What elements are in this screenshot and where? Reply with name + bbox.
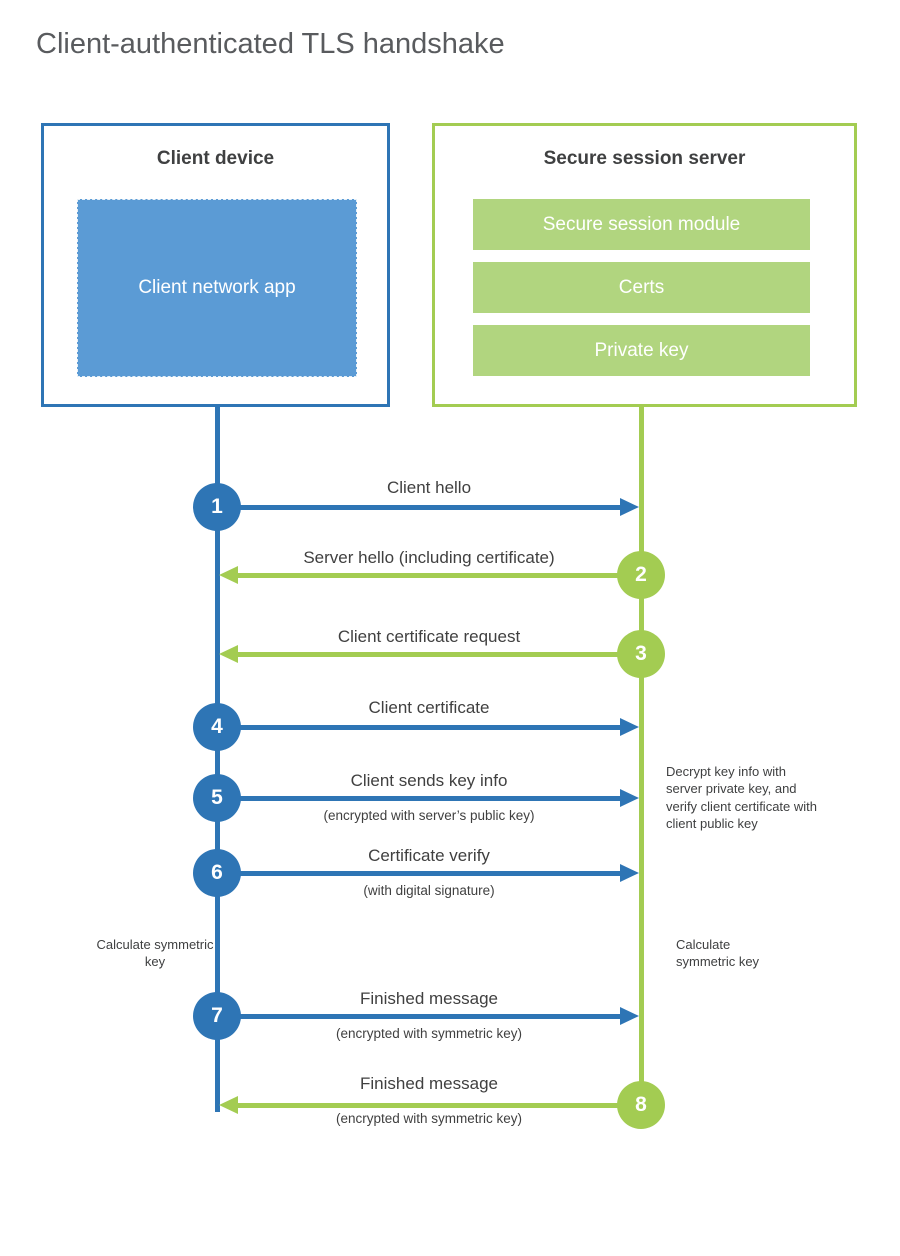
message-6-line [217, 871, 620, 876]
secure-session-server-title: Secure session server [543, 148, 746, 169]
client-device-box: Client device Client network app [41, 123, 390, 407]
page-title: Client-authenticated TLS handshake [36, 28, 505, 60]
message-5-sublabel: (encrypted with server’s public key) [323, 808, 535, 823]
server-module-secure-session: Secure session module [473, 199, 810, 250]
step-number: 4 [211, 715, 223, 738]
step-circle-3: 3 [617, 630, 665, 678]
arrowhead-right-icon [620, 498, 639, 516]
arrowhead-left-icon [219, 645, 238, 663]
client-network-app-box: Client network app [77, 199, 357, 377]
step-number: 3 [635, 642, 647, 665]
step-circle-4: 4 [193, 703, 241, 751]
message-5-label: Client sends key info [350, 771, 508, 790]
step-circle-7: 7 [193, 992, 241, 1040]
message-2-label: Server hello (including certificate) [303, 548, 555, 567]
client-device-title: Client device [156, 148, 275, 169]
step-number: 1 [211, 495, 223, 518]
message-2-line [238, 573, 641, 578]
arrowhead-right-icon [620, 864, 639, 882]
client-network-app-label: Client network app [138, 277, 296, 299]
secure-session-server-box: Secure session server Secure session mod… [432, 123, 857, 407]
server-lifeline [639, 405, 644, 1105]
step-circle-2: 2 [617, 551, 665, 599]
arrowhead-right-icon [620, 718, 639, 736]
server-calculate-symmetric-key-note: Calculate symmetric key [676, 937, 760, 970]
message-1-line [217, 505, 620, 510]
step-number: 7 [211, 1004, 223, 1027]
message-7-sublabel: (encrypted with symmetric key) [335, 1026, 523, 1041]
arrowhead-right-icon [620, 1007, 639, 1025]
message-6-sublabel: (with digital signature) [363, 883, 495, 898]
message-4-label: Client certificate [368, 698, 490, 717]
message-8-sublabel: (encrypted with symmetric key) [335, 1111, 523, 1126]
message-8-line [238, 1103, 641, 1108]
message-6-label: Certificate verify [368, 846, 490, 865]
server-decrypt-note: Decrypt key info with server private key… [666, 764, 817, 831]
step-number: 2 [635, 563, 647, 586]
step-circle-6: 6 [193, 849, 241, 897]
message-4-line [217, 725, 620, 730]
arrowhead-left-icon [219, 1096, 238, 1114]
arrowhead-left-icon [219, 566, 238, 584]
step-number: 5 [211, 786, 223, 809]
step-number: 6 [211, 861, 223, 884]
client-calculate-symmetric-key-note: Calculate symmetric key [96, 937, 214, 970]
step-number: 8 [635, 1093, 647, 1116]
client-lifeline [215, 405, 220, 1112]
step-circle-8: 8 [617, 1081, 665, 1129]
message-1-label: Client hello [386, 478, 472, 497]
step-circle-5: 5 [193, 774, 241, 822]
message-7-line [217, 1014, 620, 1019]
message-3-label: Client certificate request [337, 627, 521, 646]
message-8-label: Finished message [360, 1074, 498, 1093]
step-circle-1: 1 [193, 483, 241, 531]
message-7-label: Finished message [360, 989, 498, 1008]
message-5-line [217, 796, 620, 801]
server-module-private-key: Private key [473, 325, 810, 376]
arrowhead-right-icon [620, 789, 639, 807]
server-module-certs: Certs [473, 262, 810, 313]
message-3-line [238, 652, 641, 657]
